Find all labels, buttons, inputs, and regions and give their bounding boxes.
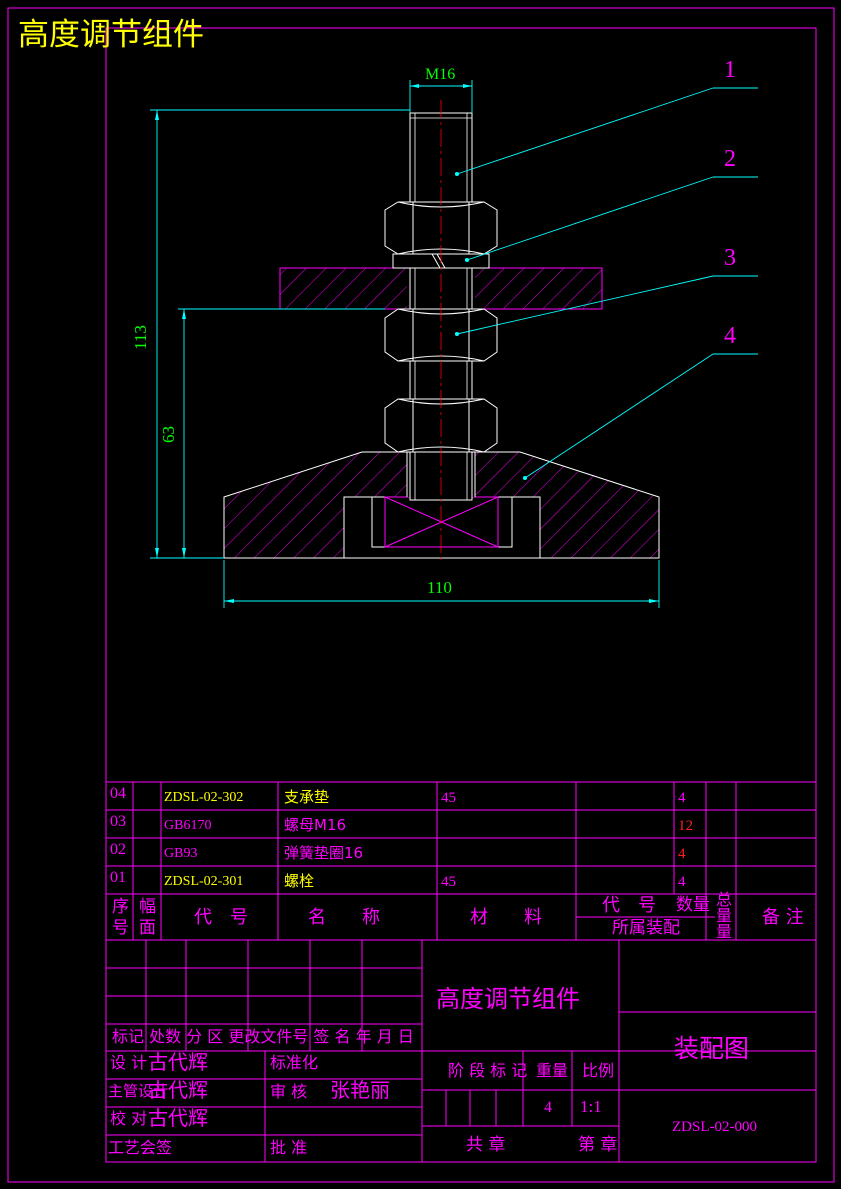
- header-remark: 备 注: [762, 907, 804, 928]
- assembly-view: [150, 80, 758, 608]
- balloon-1: 1: [724, 57, 736, 83]
- dimension-lines: [150, 80, 660, 608]
- standard-label: 标准化: [270, 1053, 319, 1072]
- part-qty: 4: [678, 790, 686, 806]
- part-name: 弹簧垫圈16: [284, 844, 364, 862]
- part-no: 01: [110, 869, 126, 886]
- header-code: 代 号: [194, 907, 248, 928]
- part-qty: 4: [678, 846, 686, 862]
- stage-header: 阶 段 标 记: [448, 1061, 528, 1080]
- header-qty: 数量: [676, 895, 710, 915]
- header-assy-code: 代 号: [602, 895, 656, 916]
- review-person: 张艳丽: [330, 1078, 390, 1102]
- part-no: 02: [110, 841, 126, 858]
- parts-list-grid: [106, 781, 816, 941]
- header-sheet: 幅: [139, 897, 156, 917]
- header-total: 总: [716, 890, 733, 909]
- design-person: 古代辉: [148, 1050, 208, 1074]
- leader-lines: [454, 87, 758, 481]
- header-total: 量: [716, 922, 733, 941]
- balloon-3: 3: [724, 245, 736, 271]
- chief-person: 古代辉: [148, 1078, 208, 1102]
- part-no: 04: [110, 785, 126, 802]
- part-name: 螺栓: [284, 872, 315, 890]
- balloon-4: 4: [724, 323, 736, 349]
- header-total: 量: [716, 906, 733, 925]
- inner-border: [105, 27, 817, 1163]
- part-no: 03: [110, 813, 126, 830]
- part-name: 螺母M16: [284, 816, 347, 834]
- total-sheets: 共 章: [466, 1135, 506, 1155]
- scale-value: 1:1: [580, 1097, 602, 1116]
- check-person: 古代辉: [148, 1106, 208, 1130]
- design-label: 设 计: [110, 1053, 148, 1072]
- part-qty: 4: [678, 874, 686, 890]
- part-material: 45: [441, 790, 456, 806]
- total-height-dimension-label: 113: [131, 325, 150, 350]
- title-block-drawing-type: 装配图: [674, 1034, 750, 1063]
- header-seq: 序: [112, 897, 129, 917]
- base-width-dimension-label: 110: [427, 578, 452, 597]
- part-name: 支承垫: [284, 788, 330, 806]
- revision-header-row: 标记 处数 分 区 更改文件号 签 名 年 月 日: [112, 1027, 414, 1046]
- outer-border: [7, 7, 835, 1183]
- part-code: ZDSL-02-302: [164, 790, 244, 805]
- approve-label: 批 准: [270, 1138, 308, 1157]
- header-seq: 号: [112, 918, 129, 938]
- header-material: 材 料: [470, 907, 542, 928]
- part-code: ZDSL-02-301: [164, 874, 244, 889]
- process-label: 工艺会签: [108, 1138, 173, 1157]
- header-assy-label: 所属装配: [612, 918, 680, 938]
- title-block-grid: [106, 940, 816, 1162]
- quantity-value: 4: [544, 1099, 552, 1116]
- weight-header: 重量: [536, 1061, 569, 1080]
- part-qty: 12: [678, 818, 693, 834]
- title-block-name: 高度调节组件: [436, 985, 580, 1013]
- scale-header: 比例: [582, 1061, 615, 1080]
- chief-label: 主管设计: [108, 1082, 169, 1100]
- header-sheet: 面: [139, 918, 156, 938]
- balloon-2: 2: [724, 146, 736, 172]
- part-code: GB6170: [164, 818, 212, 833]
- title-block-drawing-no: ZDSL-02-000: [672, 1119, 757, 1135]
- part-code: GB93: [164, 846, 198, 861]
- drawing-title: 高度调节组件: [18, 17, 204, 53]
- header-name: 名 称: [308, 907, 380, 928]
- review-label: 审 核: [270, 1082, 308, 1101]
- part-material: 45: [441, 874, 456, 890]
- thread-dimension-label: M16: [425, 66, 456, 83]
- sheet-number: 第 章: [578, 1135, 618, 1155]
- plate-height-dimension-label: 63: [159, 426, 178, 443]
- check-label: 校 对: [110, 1109, 148, 1128]
